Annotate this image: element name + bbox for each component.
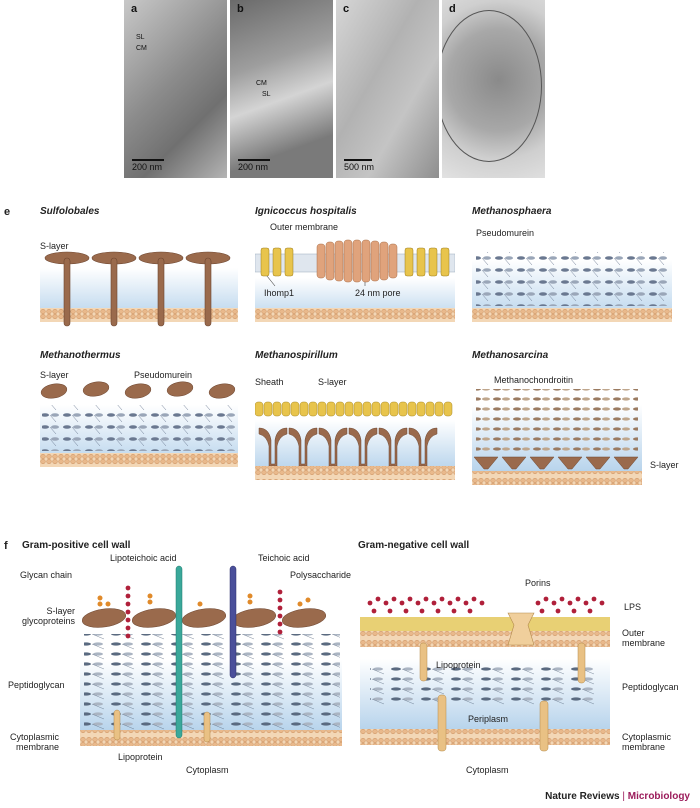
lipoprotein-label: Lipoprotein bbox=[118, 752, 163, 762]
s-layer-label: S-layer bbox=[650, 460, 679, 470]
scale-label: 200 nm bbox=[238, 162, 269, 172]
journal-name: Nature Reviews bbox=[545, 791, 620, 802]
polysaccharide-chains bbox=[125, 585, 283, 639]
sheath-subunits bbox=[255, 401, 453, 417]
panel-title: Methanosarcina bbox=[472, 350, 549, 361]
s-layer-ovals bbox=[40, 381, 236, 399]
peptidoglycan-label: Peptidoglycan bbox=[622, 682, 679, 692]
ihomp1-proteins bbox=[260, 247, 450, 277]
teichoic-acid bbox=[229, 565, 237, 679]
methanospirillum-diagram bbox=[255, 401, 455, 480]
micrograph-marker: CM bbox=[256, 80, 267, 87]
methanosphaera-diagram bbox=[472, 252, 672, 322]
methanothermus-diagram bbox=[40, 381, 238, 467]
gram-positive-title: Gram-positive cell wall bbox=[22, 540, 131, 551]
outer-membrane-label: Outer membrane bbox=[270, 222, 339, 232]
s-layer-glycoproteins bbox=[81, 608, 327, 628]
footer-separator: | bbox=[622, 791, 625, 802]
micrograph-c: c 500 nm bbox=[336, 0, 439, 178]
gram-negative-diagram bbox=[360, 596, 610, 752]
gram-negative-title: Gram-negative cell wall bbox=[358, 540, 470, 551]
micrograph-d: d bbox=[442, 0, 545, 178]
lipoproteins bbox=[113, 709, 211, 743]
inner-membrane-proteins bbox=[437, 694, 549, 752]
micrograph-marker: SL bbox=[136, 34, 145, 41]
lps-label: LPS bbox=[624, 602, 642, 612]
cytoplasmic-membrane-label: Cytoplasmic membrane bbox=[10, 732, 60, 752]
panel-title: Methanospirillum bbox=[255, 350, 338, 361]
pore-label: 24 nm pore bbox=[355, 288, 401, 298]
micrograph-marker: CM bbox=[136, 45, 147, 52]
scale-bar bbox=[132, 159, 164, 161]
s-layer-glycoproteins-label: S-layer glycoproteins bbox=[22, 606, 76, 626]
lipoteichoic-label: Lipoteichoic acid bbox=[110, 553, 177, 563]
pseudomurein-label: Pseudomurein bbox=[134, 370, 193, 380]
peptidoglycan-label: Peptidoglycan bbox=[8, 680, 65, 690]
glycan-chains bbox=[97, 593, 311, 607]
scale-label: 200 nm bbox=[132, 162, 163, 172]
periplasm-label: Periplasm bbox=[468, 714, 509, 724]
lipoteichoic-acid bbox=[175, 565, 183, 739]
outer-membrane-label: Outer membrane bbox=[622, 628, 666, 648]
section-label-e: e bbox=[4, 206, 11, 218]
micrograph-label: b bbox=[237, 3, 244, 15]
micrograph-marker: SL bbox=[262, 91, 271, 98]
micrograph-label: c bbox=[343, 3, 350, 15]
glycan-label: Glycan chain bbox=[20, 570, 73, 580]
s-layer-label: S-layer bbox=[318, 377, 347, 387]
polysaccharide-label: Polysaccharide bbox=[290, 570, 352, 580]
scale-bar bbox=[238, 159, 270, 161]
lps-molecules bbox=[367, 596, 605, 614]
panel-title: Methanothermus bbox=[40, 350, 121, 361]
porin bbox=[507, 612, 535, 646]
porins-label: Porins bbox=[525, 578, 551, 588]
s-layer-proteins bbox=[44, 251, 231, 327]
panel-title: Ignicoccus hospitalis bbox=[255, 206, 357, 217]
ignicoccus-diagram bbox=[255, 239, 455, 322]
ihomp1-label: Ihomp1 bbox=[264, 288, 295, 298]
panel-title: Sulfolobales bbox=[40, 206, 100, 217]
cytoplasm-label: Cytoplasm bbox=[186, 765, 229, 775]
lipoprotein-label: Lipoprotein bbox=[436, 660, 481, 670]
teichoic-label: Teichoic acid bbox=[258, 553, 310, 563]
micrograph-label: a bbox=[131, 3, 138, 15]
sheath-label: Sheath bbox=[255, 377, 284, 387]
gram-positive-diagram bbox=[80, 565, 342, 746]
methanochondroitin-label: Methanochondroitin bbox=[494, 375, 574, 385]
s-layer-label: S-layer bbox=[40, 241, 69, 251]
pore-complex bbox=[316, 239, 398, 283]
scale-bar bbox=[344, 159, 372, 161]
cytoplasmic-membrane-label: Cytoplasmic membrane bbox=[622, 732, 672, 752]
micrograph-b: b CM SL 200 nm bbox=[230, 0, 333, 178]
panel-title: Methanosphaera bbox=[472, 206, 552, 217]
s-layer-cones bbox=[473, 456, 639, 470]
journal-footer: Nature Reviews | Microbiology bbox=[545, 791, 690, 802]
cell-outline bbox=[442, 10, 542, 162]
micrograph-label: d bbox=[449, 3, 456, 15]
methanosarcina-diagram bbox=[472, 389, 642, 485]
cytoplasm-label: Cytoplasm bbox=[466, 765, 509, 775]
micrograph-a: a SL CM 200 nm bbox=[124, 0, 227, 178]
s-layer-label: S-layer bbox=[40, 370, 69, 380]
s-layer-proteins bbox=[258, 427, 438, 467]
scale-label: 500 nm bbox=[344, 162, 375, 172]
sulfolobales-diagram bbox=[40, 251, 238, 327]
lipoproteins bbox=[419, 642, 586, 684]
pseudomurein-label: Pseudomurein bbox=[476, 228, 535, 238]
journal-subject: Microbiology bbox=[627, 791, 690, 802]
section-label-f: f bbox=[4, 540, 8, 552]
